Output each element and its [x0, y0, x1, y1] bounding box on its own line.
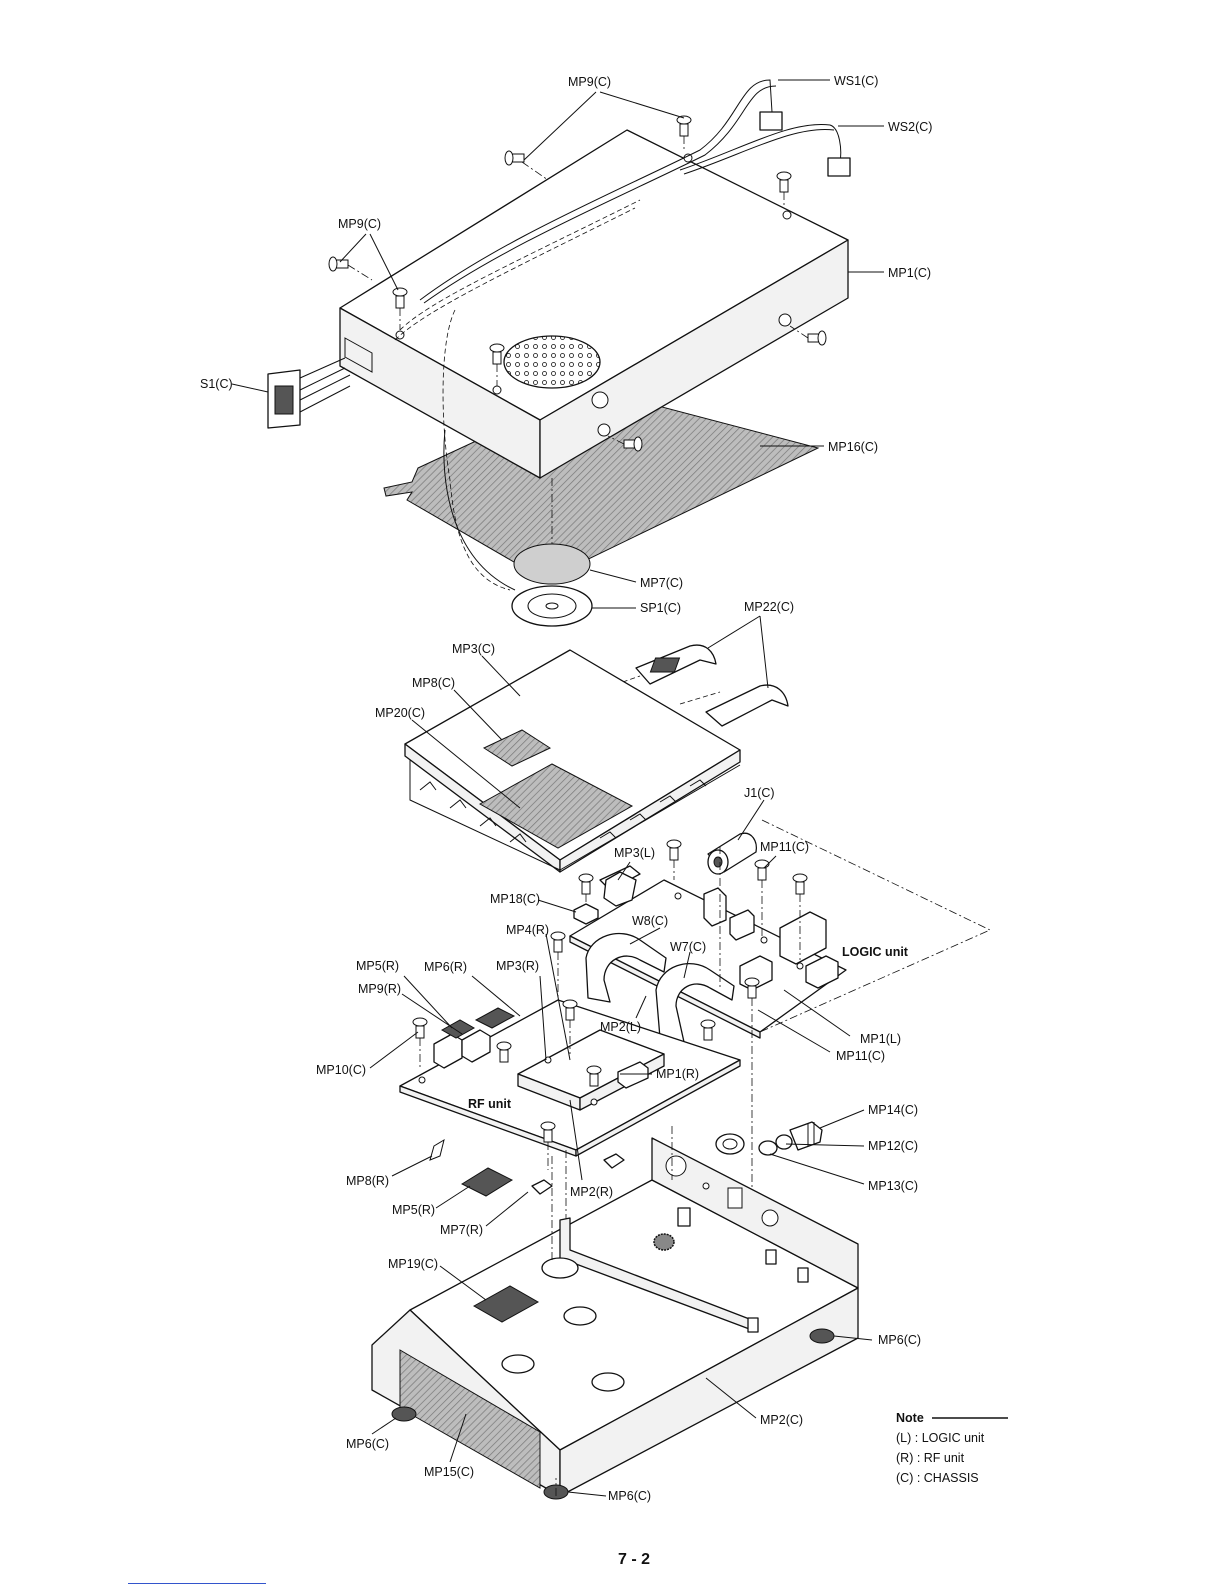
wire-harness: [394, 79, 851, 591]
label-mp20: MP20(C): [375, 706, 425, 720]
screw-icon: [776, 171, 792, 193]
label-mp18: MP18(C): [490, 892, 540, 906]
speaker-assembly: [511, 478, 593, 627]
screw-icon: [676, 115, 692, 137]
screw-icon: [700, 1019, 716, 1041]
label-mp1-c: MP1(C): [888, 266, 931, 280]
thermal-pad-mp8: [482, 729, 552, 767]
label-mp6-c-bottom: MP6(C): [608, 1489, 651, 1503]
screw-icon: [666, 839, 682, 861]
label-mp14: MP14(C): [868, 1103, 918, 1117]
rf-unit-board: [399, 999, 741, 1157]
screw-icon: [586, 1065, 602, 1087]
label-w7: W7(C): [670, 940, 706, 954]
label-mp11-top: MP11(C): [760, 840, 809, 854]
clips-mp22: [599, 644, 789, 727]
cover-screws: [328, 115, 827, 452]
speaker-grille: [503, 335, 601, 389]
screw-icon: [807, 330, 827, 346]
screw-icon: [412, 1017, 428, 1039]
label-s1: S1(C): [200, 377, 233, 391]
label-ws1: WS1(C): [834, 74, 878, 88]
label-mp3-l: MP3(L): [614, 846, 655, 860]
label-mp5-r-bottom: MP5(R): [392, 1203, 435, 1217]
label-ws2: WS2(C): [888, 120, 932, 134]
part-labels: MP9(C) WS1(C) WS2(C) MP9(C) MP1(C) S1(C)…: [200, 74, 932, 1503]
chassis-mp2: [371, 1137, 859, 1497]
label-j1: J1(C): [744, 786, 775, 800]
label-mp6-c-right: MP6(C): [878, 1333, 921, 1347]
label-mp9-top: MP9(C): [568, 75, 611, 89]
shield-pad-mp5: [440, 1019, 476, 1039]
shield-pad-mp6: [474, 1007, 516, 1029]
label-mp8-r: MP8(R): [346, 1174, 389, 1188]
label-mp2-r: MP2(R): [570, 1185, 613, 1199]
foot-mp6-right: [809, 1328, 835, 1344]
shield-sheet-mp20: [478, 763, 634, 849]
flat-cables: [585, 932, 735, 1043]
note-line-chassis: (C) : CHASSIS: [896, 1471, 979, 1485]
label-mp10: MP10(C): [316, 1063, 366, 1077]
label-mp3-c: MP3(C): [452, 642, 495, 656]
spacer-mp18: [573, 903, 599, 925]
label-mp15: MP15(C): [424, 1465, 474, 1479]
note-line-logic: (L) : LOGIC unit: [896, 1431, 985, 1445]
gear-boss: [653, 1233, 675, 1251]
shield-plate-mp3: [404, 649, 741, 873]
label-mp6-r: MP6(R): [424, 960, 467, 974]
label-mp4-r: MP4(R): [506, 923, 549, 937]
pad-mp19: [472, 1285, 540, 1323]
label-mp13: MP13(C): [868, 1179, 918, 1193]
foot-mp6-left: [391, 1406, 417, 1422]
label-mp11-bottom: MP11(C): [836, 1049, 885, 1063]
screw-icon: [754, 859, 770, 881]
label-logic-unit: LOGIC unit: [842, 945, 909, 959]
board-screws: [412, 839, 808, 1330]
label-mp7-c: MP7(C): [640, 576, 683, 590]
label-mp12: MP12(C): [868, 1139, 918, 1153]
note-legend: Note (L) : LOGIC unit (R) : RF unit (C) …: [896, 1411, 1008, 1485]
screw-icon: [792, 873, 808, 895]
connector-j1: [707, 832, 758, 875]
speaker-sp1: [511, 585, 593, 627]
screw-icon: [578, 873, 594, 895]
label-sp1: SP1(C): [640, 601, 681, 615]
label-mp1-r: MP1(R): [656, 1067, 699, 1081]
page-number: 7 - 2: [618, 1551, 650, 1568]
speaker-gasket-mp7: [513, 543, 591, 585]
leader-lines: [231, 79, 884, 1497]
bracket-mp3-l: [603, 871, 637, 907]
label-mp6-c-left: MP6(C): [346, 1437, 389, 1451]
label-mp1-l: MP1(L): [860, 1032, 901, 1046]
label-mp9-r: MP9(R): [358, 982, 401, 996]
screw-icon: [623, 436, 643, 452]
note-title: Note: [896, 1411, 924, 1425]
screw-icon: [496, 1041, 512, 1063]
power-switch-s1: [267, 357, 351, 429]
label-mp3-r: MP3(R): [496, 959, 539, 973]
screw-icon: [328, 256, 349, 272]
label-mp2-c: MP2(C): [760, 1413, 803, 1427]
label-mp8-c: MP8(C): [412, 676, 455, 690]
top-cover: [339, 129, 849, 581]
front-mesh-mp15: [399, 1349, 541, 1489]
note-line-rf: (R) : RF unit: [896, 1451, 965, 1465]
label-rf-unit: RF unit: [468, 1097, 512, 1111]
label-w8: W8(C): [632, 914, 668, 928]
bracket-mp7-r: [531, 1179, 553, 1195]
jack-hardware: [715, 1121, 823, 1156]
screw-icon: [540, 1121, 556, 1143]
spring-mp8-r: [429, 1138, 445, 1161]
label-mp16: MP16(C): [828, 440, 878, 454]
label-mp7-r: MP7(R): [440, 1223, 483, 1237]
label-mp2-l: MP2(L): [600, 1020, 641, 1034]
shield-pad-mp5-bottom: [460, 1167, 514, 1197]
label-mp19: MP19(C): [388, 1257, 438, 1271]
screw-icon: [504, 150, 525, 166]
label-mp5-r-top: MP5(R): [356, 959, 399, 973]
label-mp9-left: MP9(C): [338, 217, 381, 231]
label-mp22: MP22(C): [744, 600, 794, 614]
screw-icon: [550, 931, 566, 953]
